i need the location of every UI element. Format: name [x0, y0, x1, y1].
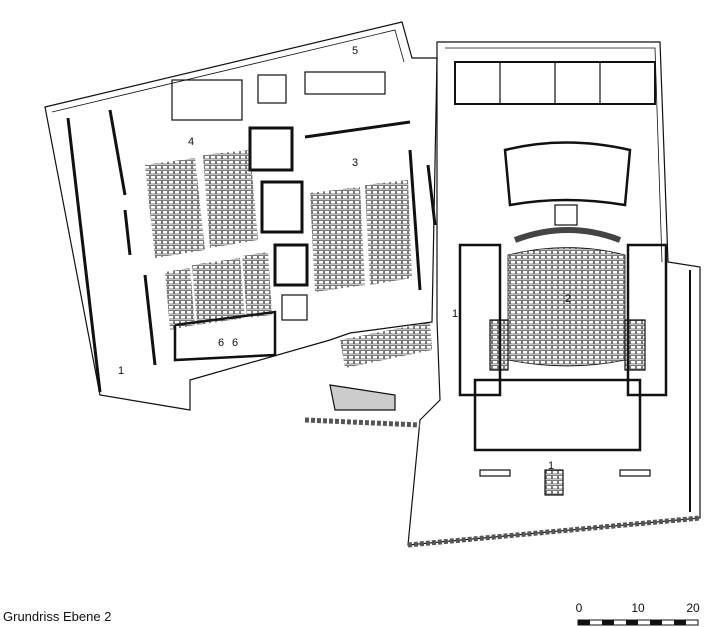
room-label-6a: 6 — [218, 337, 224, 349]
room-label-1-left: 1 — [118, 365, 124, 377]
scale-segment — [626, 620, 638, 625]
scale-tick-20: 20 — [686, 601, 700, 615]
scale-segment — [650, 620, 662, 625]
left-building-outline — [44, 21, 438, 411]
scale-segment — [578, 620, 590, 625]
scale-bar: 0 10 20 — [576, 601, 700, 626]
room-label-1-bottom: 1 — [548, 460, 554, 472]
scale-tick-0: 0 — [576, 601, 583, 615]
scale-tick-10: 10 — [631, 601, 645, 615]
room-label-6b: 6 — [232, 337, 238, 349]
room-label-4: 4 — [188, 136, 194, 148]
plan-caption: Grundriss Ebene 2 — [3, 609, 112, 624]
room-label-5: 5 — [352, 45, 358, 57]
scale-segment — [602, 620, 614, 625]
room-label-3: 3 — [352, 157, 358, 169]
scale-segment — [674, 620, 686, 625]
room-label-2: 2 — [565, 293, 571, 305]
room-label-1-center: 1 — [452, 308, 458, 320]
